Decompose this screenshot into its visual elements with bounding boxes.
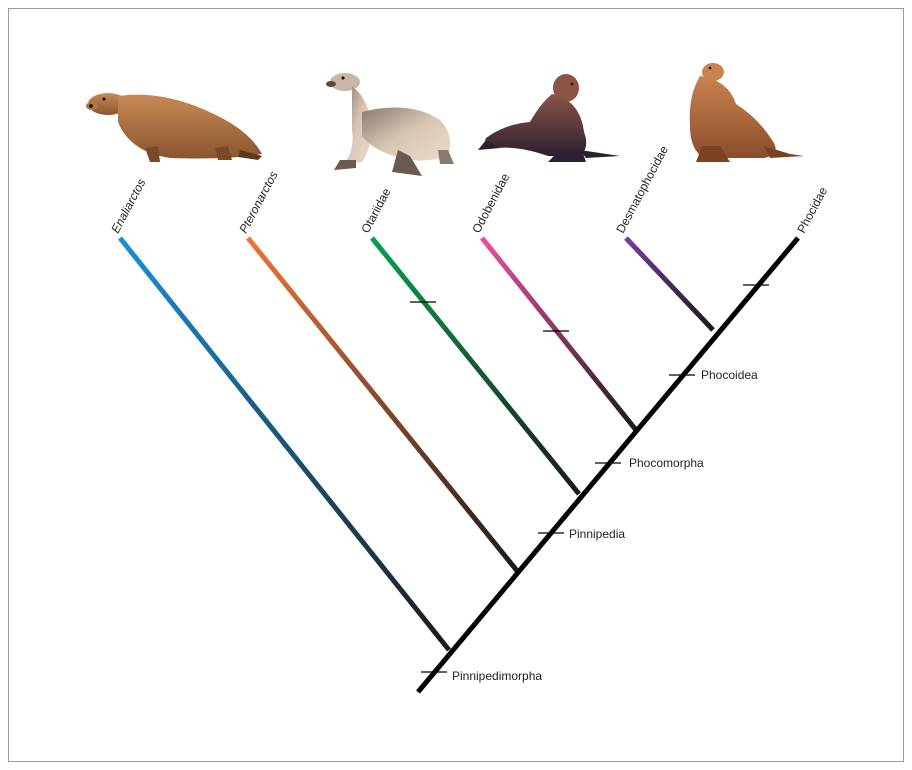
taxon-label-odobenidae: Odobenidae: [469, 171, 512, 236]
branch-enaliarctos: [118, 236, 451, 652]
clade-label-phocoidea: Phocoidea: [701, 368, 758, 382]
branch-desmatophocidae: [624, 236, 715, 332]
taxon-label-otariidae: Otariidae: [358, 186, 393, 236]
taxon-label-enaliarctos: Enaliarctos: [108, 176, 148, 235]
branch-main-stem: [416, 236, 800, 694]
clade-label-pinnipedia: Pinnipedia: [569, 527, 625, 541]
branch-otariidae: [370, 236, 581, 496]
taxon-label-desmatophocidae: Desmatophocidae: [613, 143, 671, 235]
sea-lion-icon: [326, 73, 454, 176]
taxon-label-pteronarctos: Pteronarctos: [236, 169, 280, 236]
fur-seal-icon: [689, 63, 804, 162]
clade-label-phocomorpha: Phocomorpha: [629, 456, 704, 470]
bear-like-pinniped-icon: [86, 93, 262, 162]
clade-label-pinnipedimorpha: Pinnipedimorpha: [452, 669, 542, 683]
branch-odobenidae: [480, 236, 638, 432]
branch-pteronarctos: [246, 236, 520, 574]
walrus-icon: [478, 74, 620, 162]
taxon-label-phocidae: Phocidae: [794, 184, 830, 235]
